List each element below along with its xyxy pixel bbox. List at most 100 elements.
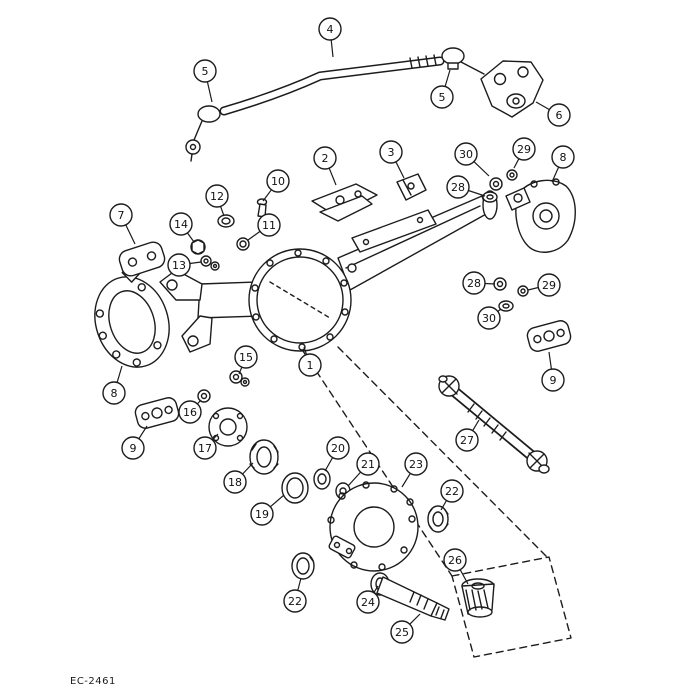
- callout-circle: [178, 400, 202, 424]
- callout-circle: [102, 381, 126, 405]
- callout-number: 22: [288, 595, 302, 608]
- callout-circle: [318, 17, 342, 41]
- callout-number: 16: [183, 406, 197, 419]
- callout-number: 27: [460, 434, 474, 447]
- callout-number: 11: [262, 219, 276, 232]
- callout-number: 24: [361, 596, 375, 609]
- callout-22-31: 22: [440, 479, 464, 511]
- callout-1-20: 1: [298, 346, 322, 377]
- callout-leader-line: [196, 399, 202, 405]
- callout-number: 4: [327, 23, 334, 36]
- callout-20-27: 20: [324, 436, 350, 472]
- tie-rod-end-right: [441, 47, 485, 75]
- callout-number: 8: [111, 387, 118, 400]
- callout-leader-line: [116, 365, 123, 383]
- callout-30-6: 30: [454, 142, 490, 177]
- callout-9-21: 9: [541, 351, 565, 392]
- callout-number: 3: [388, 146, 395, 159]
- callout-3-5: 3: [379, 140, 405, 179]
- callout-circle: [109, 203, 133, 227]
- callout-number: 9: [130, 442, 137, 455]
- callout-29-7: 29: [512, 137, 536, 169]
- callout-number: 20: [331, 442, 345, 455]
- callout-circle: [266, 169, 290, 193]
- callout-leader-line: [513, 158, 520, 169]
- callout-28-10: 28: [446, 175, 486, 199]
- callout-6-3: 6: [535, 101, 571, 127]
- callout-number: 15: [239, 351, 253, 364]
- callout-27-24: 27: [455, 419, 480, 452]
- callout-29-17: 29: [527, 273, 561, 297]
- callout-leader-line: [484, 282, 496, 285]
- spring-bracket: [311, 183, 378, 222]
- callout-circle: [537, 273, 561, 297]
- callout-24-35: 24: [356, 585, 380, 614]
- callout-11-14: 11: [247, 213, 281, 241]
- callout-circle: [356, 590, 380, 614]
- bracket-plate: [396, 173, 427, 201]
- callout-number: 26: [448, 554, 462, 567]
- callout-5-1: 5: [193, 59, 217, 103]
- callout-leader-line: [324, 457, 334, 472]
- callout-circle: [477, 306, 501, 330]
- callout-number: 5: [202, 65, 209, 78]
- callout-leader-line: [297, 577, 302, 591]
- callout-number: 9: [550, 374, 557, 387]
- callout-circle: [547, 103, 571, 127]
- callout-30-18: 30: [477, 306, 502, 330]
- callout-5-2: 5: [430, 69, 454, 109]
- callout-circle: [512, 137, 536, 161]
- callout-leader-line: [459, 569, 469, 585]
- callout-circle: [169, 212, 193, 236]
- callout-leader-line: [444, 69, 451, 87]
- callout-leader-line: [373, 585, 379, 594]
- tie-rod: [219, 54, 445, 116]
- callout-circle: [443, 548, 467, 572]
- callout-number: 25: [395, 626, 409, 639]
- callout-number: 19: [255, 508, 269, 521]
- cover-plate-9-left: [134, 397, 180, 429]
- callout-circle: [313, 146, 337, 170]
- callout-number: 28: [451, 181, 465, 194]
- callout-21-28: 21: [347, 452, 380, 487]
- callout-circle: [121, 436, 145, 460]
- callout-17-26: 17: [193, 433, 219, 460]
- callout-number: 17: [198, 442, 212, 455]
- callout-16-23: 16: [178, 399, 202, 424]
- callout-circle: [455, 428, 479, 452]
- callout-8-8: 8: [551, 145, 575, 183]
- callout-leader-line: [220, 206, 225, 217]
- callout-23-29: 23: [401, 452, 428, 488]
- callout-number: 10: [271, 175, 285, 188]
- callout-number: 23: [409, 458, 423, 471]
- callout-leader-line: [206, 81, 213, 103]
- callout-number: 28: [467, 277, 481, 290]
- callout-10-9: 10: [262, 169, 290, 202]
- callout-18-30: 18: [223, 462, 254, 494]
- callout-2-4: 2: [313, 146, 337, 186]
- callout-13-15: 13: [167, 253, 202, 277]
- callout-leader-line: [242, 462, 254, 475]
- fastener-parts: [190, 198, 268, 271]
- differential-carrier: [327, 481, 419, 572]
- callout-leader-line: [330, 39, 334, 58]
- callout-circle: [193, 436, 217, 460]
- callout-circle: [205, 184, 229, 208]
- differential-parts: [197, 370, 449, 580]
- callout-leader-line: [535, 101, 550, 111]
- callout-circle: [440, 479, 464, 503]
- callout-number: 14: [174, 218, 188, 231]
- callout-circle: [167, 253, 191, 277]
- callout-leader-line: [527, 286, 539, 291]
- callout-circle: [257, 213, 281, 237]
- callout-14-13: 14: [169, 212, 195, 243]
- callout-leader-line: [303, 346, 308, 355]
- callout-circle: [551, 145, 575, 169]
- callout-number: 18: [228, 476, 242, 489]
- callout-number: 2: [322, 152, 329, 165]
- callout-9-25: 9: [121, 425, 148, 460]
- callout-leader-line: [472, 419, 480, 431]
- callout-number: 29: [517, 143, 531, 156]
- callout-circle: [379, 140, 403, 164]
